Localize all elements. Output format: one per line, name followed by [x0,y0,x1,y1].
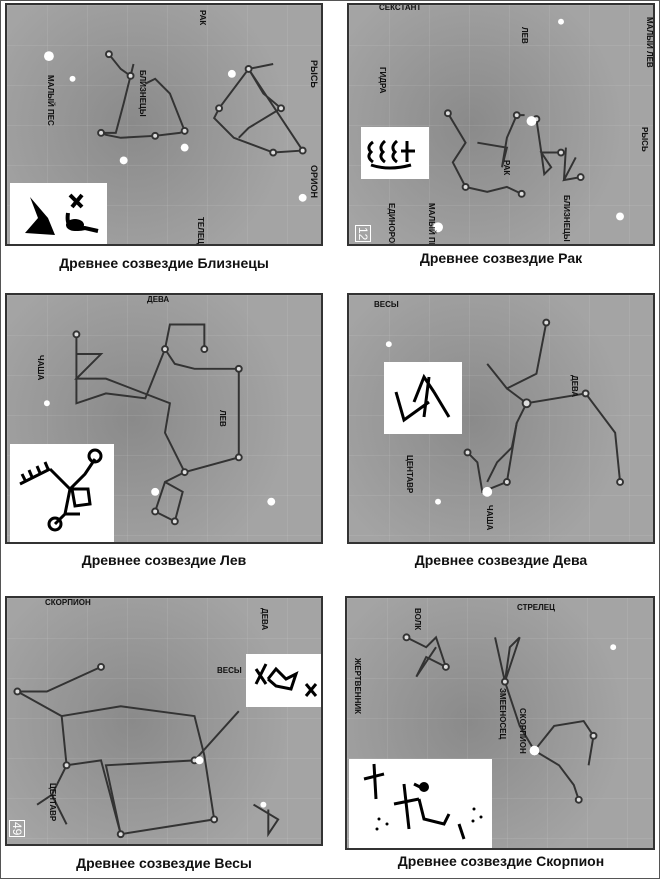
map-label: СЕКСТАНТ [379,3,422,12]
caption-gemini: Древнее созвездие Близнецы [59,255,269,271]
map-label: РЫСЬ [640,127,649,152]
ancient-figure-inset [361,127,429,179]
page-number: 12 [355,225,371,243]
star-map-virgo: ДЕВА ВЕСЫ ЧАША ЦЕНТАВР [347,293,655,544]
constellation-lines [385,318,625,505]
page-number: 49 [9,820,25,838]
map-label: МАЛЫЙ ЛЕВ [645,17,654,68]
map-label: ЧАША [485,505,494,531]
caption-scorpius: Древнее созвездие Скорпион [397,853,605,869]
caption-libra: Древнее созвездие Весы [76,855,252,871]
ancient-figure-inset [10,444,114,542]
constellation-lines [13,662,280,839]
map-label: СКОРПИОН [518,708,527,754]
star-map-cancer: РАК СЕКСТАНТ ЛЕВ МАЛЫЙ ЛЕВ ГИДРА РЫСЬ БЛ… [347,3,655,246]
map-label: МАЛЫЙ ПЕС [46,75,55,126]
map-label: ЕДИНОРОГ [387,203,396,246]
constellation-lines [44,50,307,202]
map-label: ВЕСЫ [374,300,399,309]
map-label: ДЕВА [260,608,269,631]
caption-cancer: Древнее созвездие Рак [419,250,583,266]
star-map-scorpius: СКОРПИОН ЗМЕЕНОСЕЦ СТРЕЛЕЦ ЖЕРТВЕННИК ВО… [345,596,655,850]
star-map-gemini: БЛИЗНЕЦЫ РАК МАЛЫЙ ПЕС РЫСЬ ОРИОН ТЕЛЕЦ [5,3,323,246]
map-label: СТРЕЛЕЦ [517,603,555,612]
map-label: ЧАША [36,355,45,381]
constellation-lines [402,633,617,804]
caption-virgo: Древнее созвездие Дева [414,552,588,568]
map-label: ЦЕНТАВР [48,783,57,822]
ancient-figure-inset [349,759,492,848]
map-label: БЛИЗНЕЦЫ [562,195,571,242]
map-label: ОРИОН [309,165,319,198]
constellation-lines [433,18,624,233]
map-label: РАК [502,160,511,176]
map-label: ЛЕВ [520,27,529,44]
map-label: РЫСЬ [309,60,319,88]
map-label: СКОРПИОН [45,598,91,607]
star-map-leo: ЛЕВ ДЕВА ЧАША [5,293,323,544]
map-label: ЗМЕЕНОСЕЦ [498,688,507,740]
map-label: ВЕСЫ [217,666,242,675]
ancient-figure-inset [384,362,462,434]
map-label: ДЕВА [147,295,170,304]
map-label: ВОЛК [413,608,422,631]
map-label: ГИДРА [378,67,387,94]
map-label: ЖЕРТВЕННИК [353,658,362,714]
ancient-figure-inset [10,183,107,244]
map-label: ДЕВА [570,375,579,398]
star-map-libra: ВЕСЫ СКОРПИОН ДЕВА ЦЕНТАВР 49 [5,596,323,846]
caption-leo: Древнее созвездие Лев [81,552,247,568]
ancient-figure-inset [246,654,321,707]
map-label: ЛЕВ [218,410,227,427]
map-label: МАЛЫЙ ПЕС [427,203,436,246]
map-label: РАК [198,10,207,26]
map-label: ЦЕНТАВР [405,455,414,494]
map-label: ТЕЛЕЦ [196,217,205,245]
constellation-lines [43,323,276,526]
map-label: БЛИЗНЕЦЫ [138,70,147,117]
